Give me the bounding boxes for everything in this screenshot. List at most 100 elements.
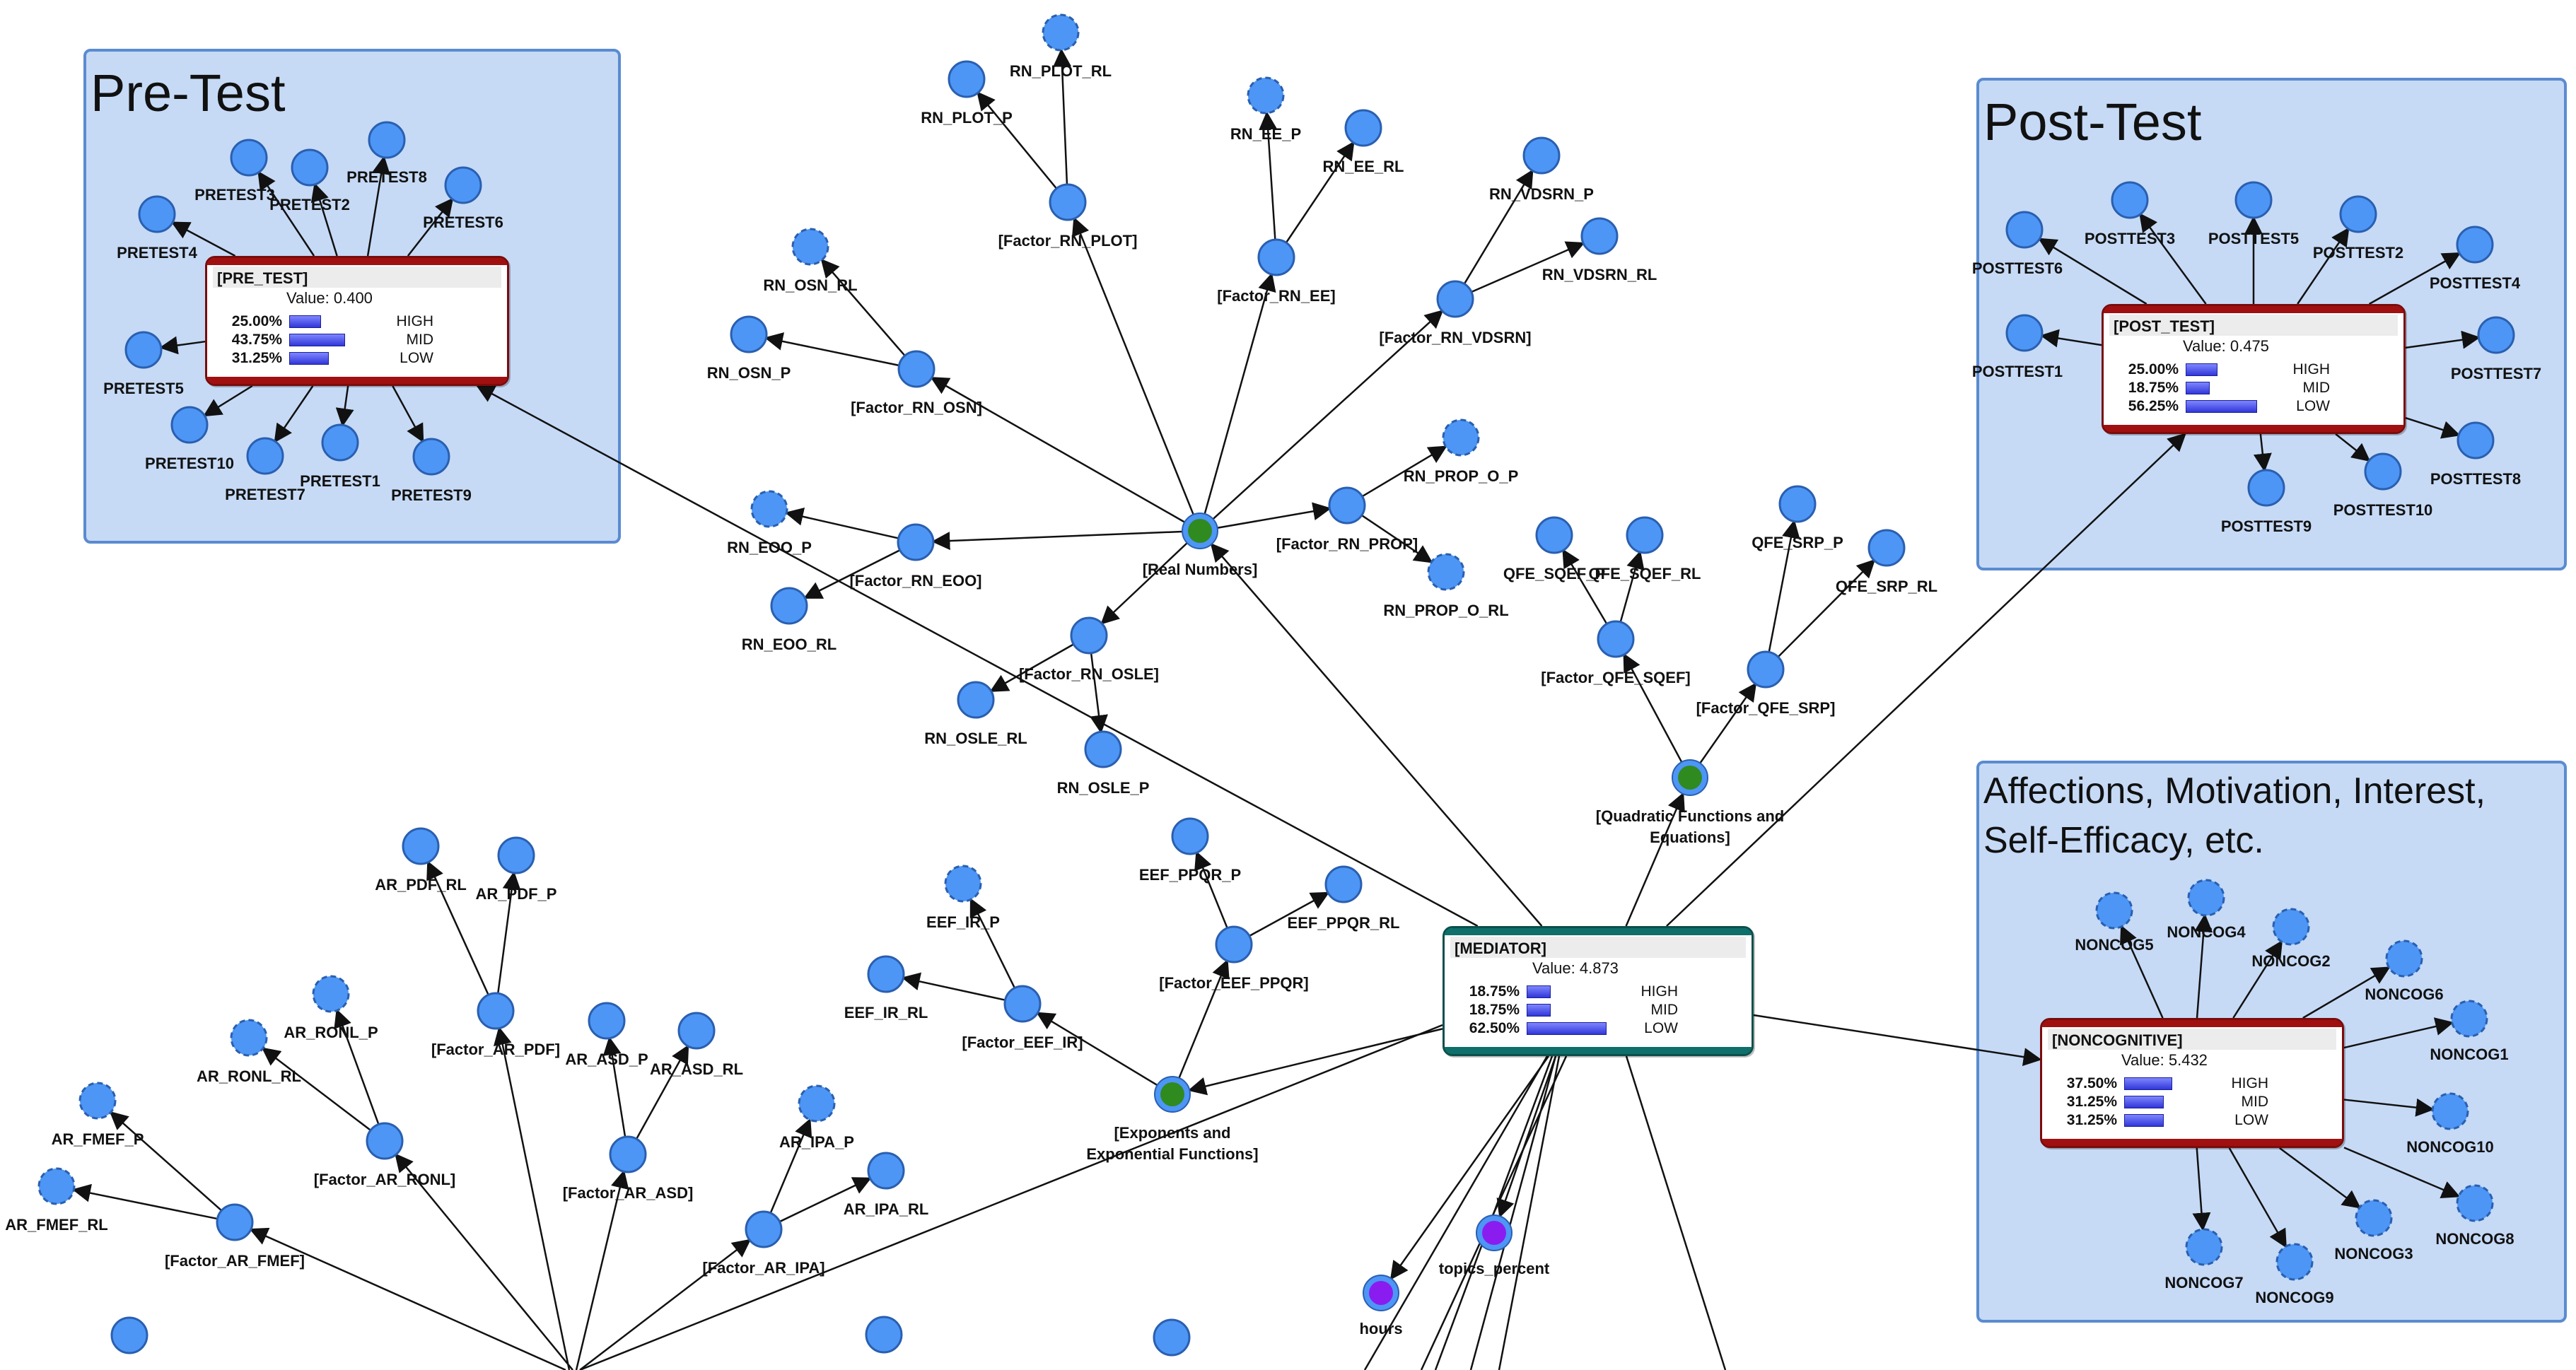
node-posttest9[interactable]: POSTTEST9 bbox=[2221, 469, 2312, 535]
node-posttest2[interactable]: POSTTEST2 bbox=[2313, 195, 2403, 262]
node-f-ar-asd[interactable]: [Factor_AR_ASD] bbox=[563, 1135, 694, 1202]
node-pretest8[interactable]: PRETEST8 bbox=[346, 121, 427, 186]
node-posttest7[interactable]: POSTTEST7 bbox=[2451, 316, 2541, 382]
node-posttest10[interactable]: POSTTEST10 bbox=[2333, 452, 2433, 519]
node-rn-osle-rl[interactable]: RN_OSLE_RL bbox=[924, 681, 1027, 747]
node-pretest10[interactable]: PRETEST10 bbox=[145, 406, 234, 472]
node-posttest6[interactable]: POSTTEST6 bbox=[1972, 211, 2063, 277]
node-pretest6[interactable]: PRETEST6 bbox=[423, 166, 503, 231]
node-eef-ppqr-p[interactable]: EEF_PPQR_P bbox=[1139, 817, 1241, 884]
node-noncog5[interactable]: NONCOG5 bbox=[2075, 891, 2154, 954]
node-f-ar-ronl[interactable]: [Factor_AR_RONL] bbox=[314, 1122, 455, 1188]
node-rn-plot-p[interactable]: RN_PLOT_P bbox=[921, 60, 1013, 127]
node-qfe-srp-p[interactable]: QFE_SRP_P bbox=[1752, 485, 1843, 551]
node-noncog1[interactable]: NONCOG1 bbox=[2430, 1000, 2509, 1063]
node-f-rn-plot[interactable]: [Factor_RN_PLOT] bbox=[998, 183, 1138, 250]
node-rn-ee-p[interactable]: RN_EE_P bbox=[1230, 76, 1301, 143]
node-f-rn-ee[interactable]: [Factor_RN_EE] bbox=[1217, 238, 1336, 305]
node-qfe-srp-rl[interactable]: QFE_SRP_RL bbox=[1836, 529, 1937, 595]
node-label: AR_RONL_P bbox=[284, 1024, 378, 1041]
node-pretest1[interactable]: PRETEST1 bbox=[300, 423, 380, 490]
node-label: AR_RONL_RL bbox=[197, 1067, 301, 1085]
node-posttest3[interactable]: POSTTEST3 bbox=[2085, 181, 2175, 247]
node-pretest3[interactable]: PRETEST3 bbox=[194, 139, 275, 204]
node-rn-vdsrn-p[interactable]: RN_VDSRN_P bbox=[1489, 136, 1594, 203]
node-noncog9[interactable]: NONCOG9 bbox=[2255, 1243, 2334, 1306]
edge-arrow bbox=[2040, 329, 2102, 348]
node-posttest8[interactable]: POSTTEST8 bbox=[2430, 421, 2521, 488]
node-pretest7[interactable]: PRETEST7 bbox=[225, 437, 305, 503]
node-f-ar-fmef[interactable]: [Factor_AR_FMEF] bbox=[165, 1203, 305, 1270]
node-qfe-sqef-rl[interactable]: QFE_SQEF_RL bbox=[1589, 516, 1701, 582]
node-posttest5[interactable]: POSTTEST5 bbox=[2208, 181, 2299, 247]
node-f-rn-eoo[interactable]: [Factor_RN_EOO] bbox=[849, 523, 982, 590]
node-eef-ir-rl[interactable]: EEF_IR_RL bbox=[844, 955, 928, 1021]
edge-arrow bbox=[2302, 966, 2391, 1019]
node-f-rn-osn[interactable]: [Factor_RN_OSN] bbox=[851, 350, 982, 416]
state-label: HIGH bbox=[2292, 361, 2331, 377]
node-noncog4[interactable]: NONCOG4 bbox=[2167, 879, 2246, 941]
node-ar-asd-rl[interactable]: AR_ASD_RL bbox=[650, 1012, 743, 1078]
node-pretest4[interactable]: PRETEST4 bbox=[117, 195, 198, 262]
node-noncog6[interactable]: NONCOG6 bbox=[2365, 939, 2444, 1003]
node-rn-prop-o-p[interactable]: RN_PROP_O_P bbox=[1404, 418, 1519, 485]
node-rn-osn-rl[interactable]: RN_OSN_RL bbox=[763, 228, 858, 294]
node-pretest9[interactable]: PRETEST9 bbox=[391, 438, 472, 504]
node-pretest2[interactable]: PRETEST2 bbox=[269, 148, 350, 213]
node-rn-ee-rl[interactable]: RN_EE_RL bbox=[1323, 109, 1404, 175]
node-real-numbers[interactable]: [Real Numbers] bbox=[1143, 513, 1258, 578]
node-label: AR_FMEF_RL bbox=[5, 1216, 107, 1234]
node-noncog2[interactable]: NONCOG2 bbox=[2251, 908, 2331, 970]
node-ar-fmef-rl[interactable]: AR_FMEF_RL bbox=[5, 1167, 108, 1234]
state-percent: 18.75% bbox=[1469, 983, 1520, 1000]
node-topics-percent[interactable]: topics_percent bbox=[1439, 1214, 1550, 1277]
node-rn-prop-o-rl[interactable]: RN_PROP_O_RL bbox=[1383, 553, 1509, 619]
node-ar-ronl-rl[interactable]: AR_RONL_RL bbox=[197, 1019, 301, 1085]
node-eef-ppqr-rl[interactable]: EEF_PPQR_RL bbox=[1288, 865, 1400, 932]
node-rn-vdsrn-rl[interactable]: RN_VDSRN_RL bbox=[1542, 217, 1657, 283]
node-eef-ir-p[interactable]: EEF_IR_P bbox=[926, 865, 1000, 931]
node-f-rn-prop[interactable]: [Factor_RN_PROP] bbox=[1276, 486, 1418, 553]
state-row-high: 25.00%HIGH bbox=[226, 313, 497, 330]
node-f-eef-ppqr[interactable]: [Factor_EEF_PPQR] bbox=[1159, 925, 1309, 992]
node-posttest1[interactable]: POSTTEST1 bbox=[1972, 314, 2063, 380]
node-f-qfe-sqef[interactable]: [Factor_QFE_SQEF] bbox=[1541, 620, 1691, 686]
node-ar-ipa-p[interactable]: AR_IPA_P bbox=[779, 1084, 854, 1151]
node-noncog7[interactable]: NONCOG7 bbox=[2164, 1228, 2244, 1292]
node-rn-plot-rl[interactable]: RN_PLOT_RL bbox=[1010, 13, 1112, 80]
node-rn-eoo-p[interactable]: RN_EOO_P bbox=[727, 490, 812, 556]
node-f-rn-vdsrn[interactable]: [Factor_RN_VDSRN] bbox=[1379, 280, 1532, 346]
node-rn-eoo-rl[interactable]: RN_EOO_RL bbox=[742, 587, 837, 653]
node-noncog10[interactable]: NONCOG10 bbox=[2406, 1092, 2494, 1156]
node-partial3[interactable] bbox=[1153, 1318, 1191, 1357]
node-f-qfe-srp[interactable]: [Factor_QFE_SRP] bbox=[1696, 650, 1836, 717]
node-f-rn-osle[interactable]: [Factor_RN_OSLE] bbox=[1019, 616, 1159, 683]
node-label: RN_EE_RL bbox=[1323, 158, 1404, 175]
node-qfe-sqef-p[interactable]: QFE_SQEF_P bbox=[1503, 516, 1605, 582]
node-noncog3[interactable]: NONCOG3 bbox=[2334, 1199, 2413, 1263]
node-rn-osle-p[interactable]: RN_OSLE_P bbox=[1057, 730, 1150, 797]
node-partial1[interactable] bbox=[110, 1316, 148, 1354]
node-f-ar-ipa[interactable]: [Factor_AR_IPA] bbox=[702, 1210, 825, 1277]
node-hours[interactable]: hours bbox=[1359, 1275, 1403, 1337]
node-ar-asd-p[interactable]: AR_ASD_P bbox=[565, 1002, 648, 1068]
node-circle bbox=[770, 587, 808, 625]
node-rn-osn-p[interactable]: RN_OSN_P bbox=[707, 315, 791, 382]
node-f-eef-ir[interactable]: [Factor_EEF_IR] bbox=[962, 985, 1083, 1051]
node-pretest5[interactable]: PRETEST5 bbox=[103, 331, 184, 397]
node-partial2[interactable] bbox=[865, 1316, 903, 1354]
node-ar-ipa-rl[interactable]: AR_IPA_RL bbox=[844, 1152, 929, 1218]
node-ar-pdf-p[interactable]: AR_PDF_P bbox=[476, 836, 557, 903]
node-ar-ronl-p[interactable]: AR_RONL_P bbox=[284, 975, 378, 1041]
node-posttest4[interactable]: POSTTEST4 bbox=[2430, 226, 2521, 292]
node-noncog8[interactable]: NONCOG8 bbox=[2435, 1184, 2514, 1248]
node-f-ar-pdf[interactable]: [Factor_AR_PDF] bbox=[431, 992, 560, 1058]
node-ar-fmef-p[interactable]: AR_FMEF_P bbox=[52, 1082, 144, 1148]
node-ar-pdf-rl[interactable]: AR_PDF_RL bbox=[375, 827, 467, 894]
